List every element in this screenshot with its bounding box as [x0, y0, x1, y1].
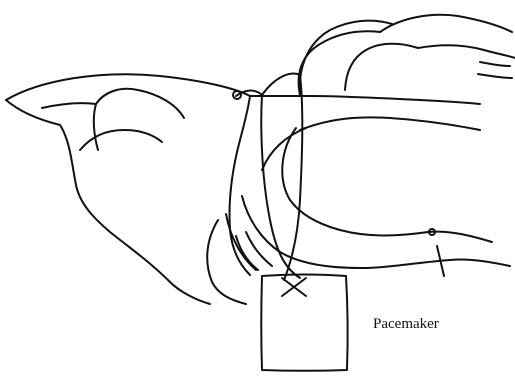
pacemaker-label: Pacemaker	[373, 316, 439, 333]
pacemaker-lead-wire	[236, 74, 302, 280]
clavicle-shoulder-outline	[6, 74, 250, 304]
pacemaker-device	[261, 275, 347, 371]
ribs-outline	[207, 15, 515, 304]
